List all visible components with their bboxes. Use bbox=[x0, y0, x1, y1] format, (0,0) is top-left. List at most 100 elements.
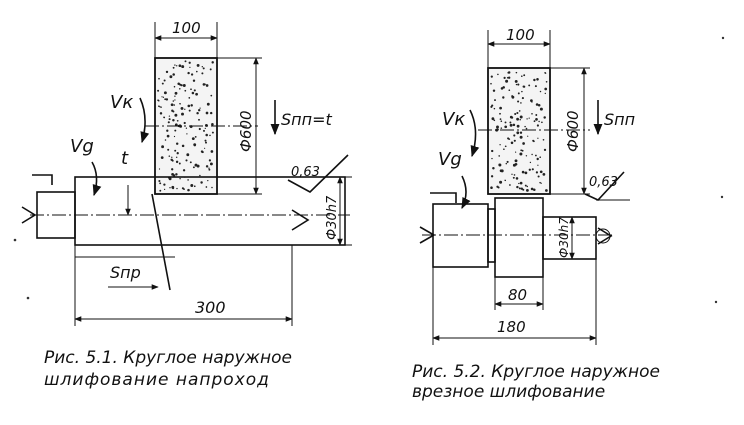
grain-dot bbox=[521, 149, 524, 152]
grain-dot bbox=[490, 82, 492, 85]
grain-dot bbox=[184, 108, 186, 110]
grain-dot bbox=[544, 87, 548, 91]
roughness-2: 0,63 bbox=[589, 175, 618, 190]
grain-dot bbox=[161, 82, 164, 85]
grain-dot bbox=[491, 117, 495, 121]
grain-dot bbox=[517, 100, 520, 103]
grain-dot bbox=[205, 186, 208, 188]
grain-dot bbox=[535, 103, 539, 106]
grain-dot bbox=[165, 98, 169, 101]
grain-dot bbox=[505, 162, 508, 165]
grain-dot bbox=[506, 160, 509, 163]
grain-dot bbox=[196, 63, 200, 67]
grain-dot bbox=[159, 112, 163, 115]
grain-dot bbox=[535, 114, 538, 116]
grain-dot bbox=[205, 141, 207, 144]
grain-dot bbox=[536, 124, 539, 127]
grain-dot bbox=[208, 167, 210, 169]
dim-width-2: 100 bbox=[506, 26, 535, 44]
speed-part-2: Vg bbox=[438, 149, 462, 170]
grain-dot bbox=[191, 91, 195, 95]
grain-dot bbox=[516, 117, 519, 121]
grain-dot bbox=[518, 187, 521, 190]
grain-dot bbox=[160, 156, 164, 159]
grain-dot bbox=[188, 61, 191, 64]
grain-dot bbox=[531, 153, 533, 156]
grain-dot bbox=[493, 119, 496, 122]
grain-dot bbox=[187, 188, 190, 192]
grain-dot bbox=[515, 71, 518, 74]
grain-dot bbox=[211, 186, 213, 189]
grain-dot bbox=[502, 96, 505, 99]
roughness-1: 0,63 bbox=[291, 165, 320, 180]
grain-dot bbox=[211, 131, 214, 134]
grain-dot bbox=[181, 112, 184, 116]
grain-dot bbox=[509, 123, 513, 127]
grain-dot bbox=[524, 125, 526, 128]
grain-dot bbox=[168, 155, 171, 157]
grain-dot bbox=[498, 163, 500, 166]
grain-dot bbox=[171, 109, 174, 112]
grain-dot bbox=[499, 118, 502, 120]
dim-step-2: 80 bbox=[508, 286, 527, 304]
grain-dot bbox=[525, 127, 528, 130]
feed-cross-2: Sпп bbox=[604, 110, 635, 129]
grain-dot bbox=[184, 60, 187, 63]
grain-dot bbox=[504, 121, 507, 124]
speed-wheel-1: Vк bbox=[110, 92, 133, 113]
grain-dot bbox=[500, 127, 503, 129]
grain-dot bbox=[189, 66, 191, 69]
feed-long-1: Sпр bbox=[110, 263, 141, 282]
grain-dot bbox=[518, 182, 520, 185]
grain-dot bbox=[174, 99, 176, 101]
grain-dot bbox=[515, 177, 519, 180]
grain-dot bbox=[163, 188, 166, 191]
grain-dot bbox=[175, 173, 178, 176]
grain-dot bbox=[511, 173, 513, 175]
grain-dot bbox=[534, 154, 537, 157]
caption-fig-5-1-line2: шлифование напроход bbox=[44, 370, 270, 390]
grain-dot bbox=[499, 112, 501, 115]
grain-dot bbox=[499, 180, 503, 184]
grain-dot bbox=[507, 137, 510, 140]
grain-dot bbox=[185, 159, 188, 162]
grain-dot bbox=[508, 89, 511, 92]
grain-dot bbox=[169, 75, 173, 79]
grain-dot bbox=[210, 94, 213, 97]
grain-dot bbox=[176, 65, 178, 67]
grain-dot bbox=[168, 118, 171, 121]
grain-dot bbox=[535, 171, 539, 174]
depth-1: t bbox=[121, 148, 129, 169]
grain-dot bbox=[167, 148, 170, 151]
figure-5-2: 100 Ф600 Sпп Vк Vg 0,63 Ф30h7 bbox=[419, 26, 635, 345]
grain-dot bbox=[517, 92, 520, 95]
grain-dot bbox=[174, 149, 177, 152]
grain-dot bbox=[524, 184, 527, 187]
grain-dot bbox=[173, 135, 176, 138]
grain-dot bbox=[509, 121, 512, 124]
grain-dot bbox=[516, 185, 519, 189]
grain-dot bbox=[183, 121, 186, 125]
grain-dot bbox=[499, 144, 501, 146]
grain-dot bbox=[202, 83, 206, 86]
grain-dot bbox=[184, 89, 187, 92]
grain-dot bbox=[524, 171, 528, 175]
grain-dot bbox=[176, 152, 179, 155]
grain-dot bbox=[519, 152, 523, 156]
grain-dot bbox=[539, 170, 543, 174]
grain-dot bbox=[545, 80, 548, 83]
grain-dot bbox=[523, 74, 526, 77]
grain-dot bbox=[199, 174, 201, 177]
grain-dot bbox=[175, 160, 179, 164]
grain-dot bbox=[157, 99, 159, 102]
grain-dot bbox=[190, 73, 194, 76]
caption-fig-5-2-line1: Рис. 5.2. Круглое наружное bbox=[412, 362, 660, 382]
grain-dot bbox=[511, 95, 515, 99]
grain-dot bbox=[172, 118, 175, 122]
grain-dot bbox=[522, 142, 525, 145]
dim-length-2: 180 bbox=[497, 318, 526, 336]
grain-dot bbox=[542, 173, 546, 176]
grain-dot bbox=[515, 83, 518, 86]
grain-dot bbox=[160, 106, 162, 108]
feed-cross-1: Sпп=t bbox=[281, 110, 332, 129]
